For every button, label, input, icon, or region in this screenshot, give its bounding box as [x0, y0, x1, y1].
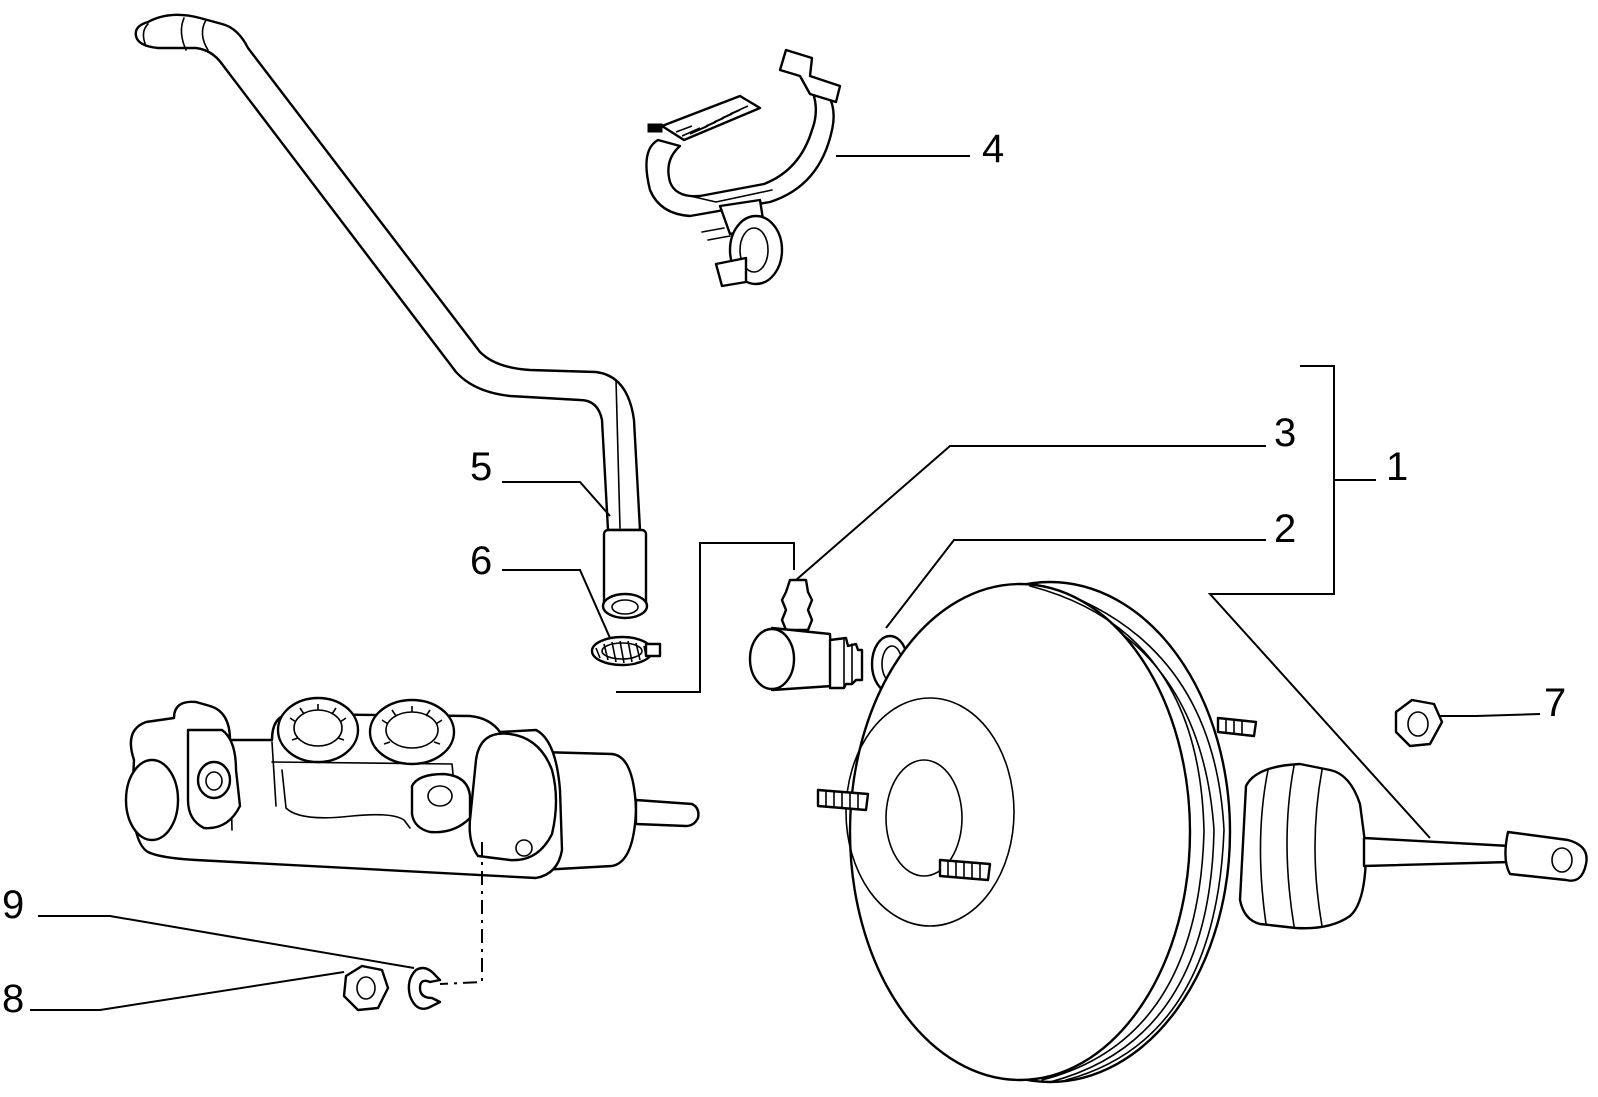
- leader-lines: [30, 155, 1541, 1011]
- callout-4: 4: [982, 127, 1004, 171]
- bracket-clip: [645, 48, 842, 288]
- callout-6: 6: [470, 539, 492, 583]
- booster-boot: [1238, 762, 1368, 930]
- callout-5: 5: [470, 445, 492, 489]
- check-valve-elbow: [748, 578, 864, 692]
- lock-washer-9: [407, 966, 442, 1010]
- callout-3: 3: [1274, 411, 1296, 455]
- hose-clamp: [590, 635, 662, 667]
- callout-9: 9: [2, 883, 24, 927]
- reservoir-port-right: [368, 698, 456, 766]
- master-cylinder: [124, 696, 700, 880]
- callout-1: 1: [1386, 445, 1408, 489]
- booster-stud-left: [816, 788, 870, 812]
- reservoir-port-left: [276, 696, 360, 764]
- booster-stud-center: [938, 858, 992, 882]
- booster-stud-rear: [1216, 716, 1258, 738]
- callout-7: 7: [1544, 681, 1566, 725]
- callout-labels: 1 2 3 4 5 6 7 8 9: [2, 127, 1566, 1021]
- vacuum-hose: [134, 13, 649, 620]
- booster-pushrod: [1362, 830, 1588, 882]
- brake-booster: [816, 580, 1588, 1084]
- nut-8: [342, 964, 390, 1012]
- callout-2: 2: [1274, 507, 1296, 551]
- nut-7: [1394, 698, 1444, 748]
- callout-8: 8: [2, 977, 24, 1021]
